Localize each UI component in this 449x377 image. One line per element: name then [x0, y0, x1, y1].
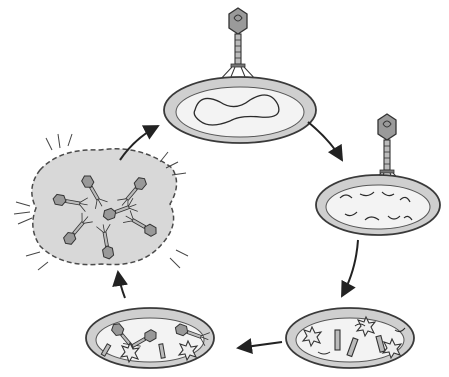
synthesis-stage [286, 308, 414, 368]
lysis-stage [14, 134, 188, 270]
assembly-stage [86, 308, 214, 368]
attachment-stage [164, 8, 316, 143]
cell-interior [176, 87, 304, 137]
injection-stage [316, 114, 440, 235]
arrow-attachment-to-injection [308, 122, 342, 160]
bursting-cell [32, 149, 177, 265]
arrow-injection-to-synthesis [342, 240, 358, 296]
cell-interior [326, 185, 430, 229]
arrow-synthesis-to-assembly [238, 342, 282, 348]
phage-icon [218, 8, 258, 84]
arrow-assembly-to-lysis [118, 272, 125, 298]
